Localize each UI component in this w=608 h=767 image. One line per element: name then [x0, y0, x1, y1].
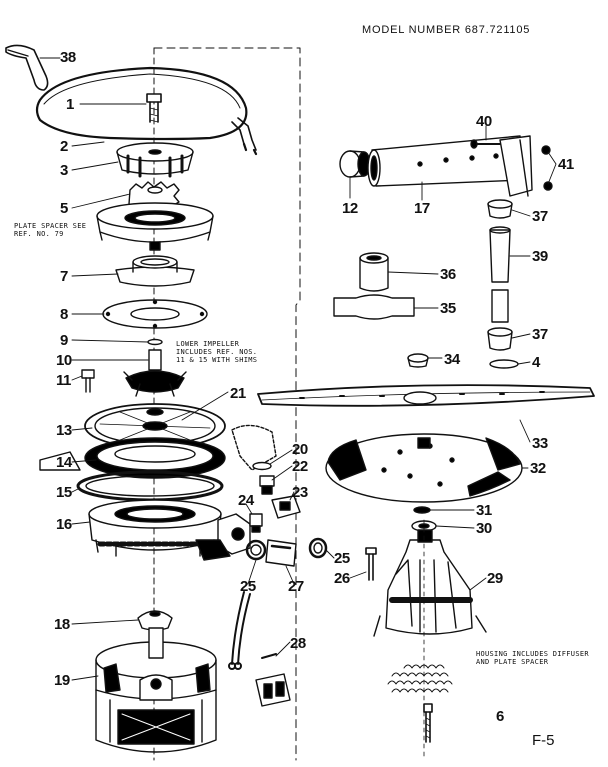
part-27-hose: [265, 539, 297, 567]
callout-15: 15: [56, 484, 72, 501]
part-11-screw: [81, 369, 95, 393]
part-32-filter-plate: [325, 433, 523, 503]
note-housing: HOUSING INCLUDES DIFFUSER AND PLATE SPAC…: [476, 650, 589, 666]
part-28-terminal: [255, 653, 291, 707]
part-31-washer: [413, 506, 431, 514]
callout-35: 35: [440, 300, 456, 317]
part-37-sleeve-lower: [487, 327, 513, 351]
part-25-clamp-left: [245, 539, 267, 561]
callout-5: 5: [60, 200, 68, 217]
part-23-clip: [271, 495, 301, 519]
part-16-pump-housing: [88, 499, 251, 561]
part-41-nut: [541, 145, 553, 191]
part-22-fitting: [259, 475, 275, 495]
part-4-washer: [489, 359, 519, 369]
part-37-sleeve-upper: [487, 199, 513, 219]
callout-22: 22: [292, 458, 308, 475]
part-17-spray-tube: [367, 135, 533, 197]
callout-37-upper: 37: [532, 208, 548, 225]
callout-14: 14: [56, 454, 72, 471]
callout-11: 11: [56, 372, 71, 389]
callout-36: 36: [440, 266, 456, 283]
callout-3: 3: [60, 162, 68, 179]
part-20-seal: [252, 461, 272, 471]
callout-25-left: 25: [240, 578, 256, 595]
callout-33: 33: [532, 435, 548, 452]
note-lower-impeller: LOWER IMPELLER INCLUDES REF. NOS. 11 & 1…: [176, 340, 258, 364]
motor-lead-wires: [228, 591, 251, 670]
callout-18: 18: [54, 616, 70, 633]
callout-1: 1: [66, 96, 74, 113]
note-plate-spacer: PLATE SPACER SEE REF. NO. 79: [14, 222, 87, 238]
callout-10: 10: [56, 352, 72, 369]
page-id: F-5: [532, 732, 555, 749]
part-1-bolt: [146, 93, 162, 123]
callout-29: 29: [487, 570, 503, 587]
callout-32: 32: [530, 460, 546, 477]
callout-19: 19: [54, 672, 70, 689]
leader-lines: [39, 57, 557, 681]
callout-37-lower: 37: [532, 326, 548, 343]
callout-41: 41: [558, 156, 574, 173]
callout-8: 8: [60, 306, 68, 323]
part-39-tube: [489, 226, 511, 323]
callout-28: 28: [290, 635, 306, 652]
callout-9: 9: [60, 332, 68, 349]
part-29-housing: [373, 529, 487, 637]
callout-38: 38: [60, 49, 76, 66]
part-2-heating-element: [35, 66, 258, 156]
callout-21: 21: [230, 385, 246, 402]
part-7-hub: [115, 255, 195, 287]
part-40-screw: [470, 139, 501, 149]
part-10-lower-impeller: [123, 349, 187, 397]
callout-6: 6: [496, 708, 504, 725]
callout-31: 31: [476, 502, 492, 519]
part-33-spray-arm: [257, 384, 595, 407]
callout-16: 16: [56, 516, 72, 533]
assembly-bracket-line: [153, 47, 301, 761]
model-number: MODEL NUMBER 687.721105: [362, 24, 531, 36]
callout-40: 40: [476, 113, 492, 130]
callout-39: 39: [532, 248, 548, 265]
part-14-pump-cover: [39, 424, 277, 479]
callout-34: 34: [444, 351, 460, 368]
part-9-washer: [147, 338, 163, 346]
part-3-cap: [116, 142, 194, 178]
part-35-bracket: [333, 294, 415, 320]
callout-17: 17: [414, 200, 430, 217]
part-12-cap: [339, 150, 371, 178]
part-36-bushing: [359, 252, 389, 292]
callout-12: 12: [342, 200, 358, 217]
callout-30: 30: [476, 520, 492, 537]
callout-13: 13: [56, 422, 72, 439]
part-25-clamp-right: [308, 537, 328, 559]
part-6-screw: [423, 703, 433, 743]
part-18-seal-cap: [137, 610, 173, 631]
callout-20: 20: [292, 441, 308, 458]
callout-25-right: 25: [334, 550, 350, 567]
part-8-plate: [102, 299, 208, 329]
callout-23: 23: [292, 484, 308, 501]
part-24-nut: [249, 513, 263, 533]
diffuser-cluster: [387, 664, 453, 693]
part-15-gasket: [76, 470, 224, 502]
callout-2: 2: [60, 138, 68, 155]
callout-24: 24: [238, 492, 254, 509]
part-19-motor: [95, 627, 217, 753]
part-plate-spacer: [96, 202, 214, 251]
callout-4: 4: [532, 354, 540, 371]
part-34-plug: [407, 353, 429, 368]
callout-26: 26: [334, 570, 350, 587]
part-38-wand: [5, 44, 49, 91]
callout-27: 27: [288, 578, 304, 595]
part-26-screw: [365, 547, 377, 581]
callout-7: 7: [60, 268, 68, 285]
